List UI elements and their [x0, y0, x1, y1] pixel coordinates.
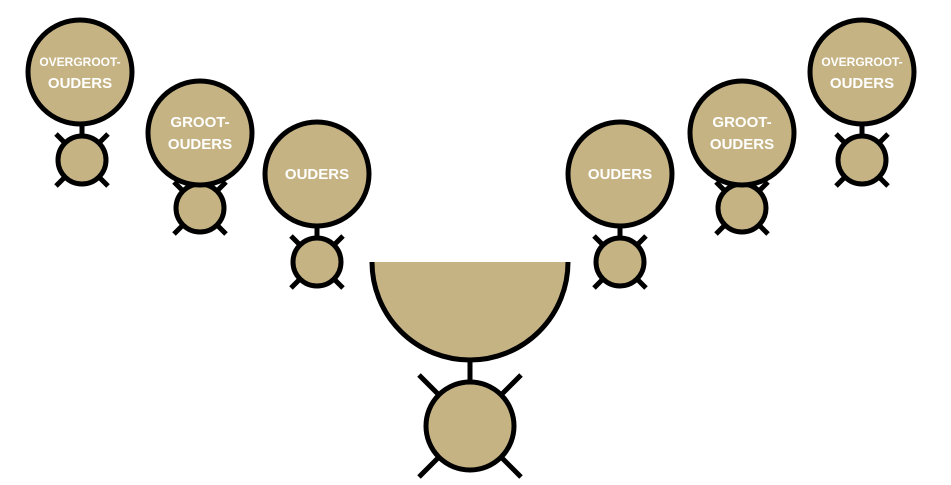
small-circle — [55, 133, 109, 187]
label-circle — [25, 17, 135, 127]
node-grootouders-right: GROOT- OUDERS — [687, 78, 797, 236]
small-circle — [173, 181, 227, 235]
node-label: OVERGROOT- — [821, 55, 902, 69]
label-circle — [262, 119, 372, 229]
node-overgrootouders-right: OVERGROOT- OUDERS — [807, 17, 917, 188]
small-circle — [593, 235, 647, 289]
center-semicircle — [372, 262, 568, 360]
small-circle — [835, 133, 889, 187]
label-circle — [687, 78, 797, 188]
label-circle — [145, 78, 255, 188]
small-circle — [290, 235, 344, 289]
node-overgrootouders-left: OVERGROOT- OUDERS — [25, 17, 135, 188]
label-circle — [807, 17, 917, 127]
node-label: GROOT- — [170, 114, 229, 131]
node-label: OUDERS — [710, 136, 774, 153]
node-label: OUDERS — [168, 136, 232, 153]
node-ouders-right: OUDERS — [565, 119, 675, 290]
center-node — [369, 261, 571, 479]
node-label: OVERGROOT- — [39, 55, 120, 69]
node-label: OUDERS — [48, 75, 112, 92]
node-label: OUDERS — [588, 166, 652, 183]
node-ouders-left: OUDERS — [262, 119, 372, 290]
small-circle — [715, 181, 769, 235]
node-grootouders-left: GROOT- OUDERS — [145, 78, 255, 236]
node-label: OUDERS — [285, 166, 349, 183]
label-circle — [565, 119, 675, 229]
center-small-circle — [423, 379, 517, 473]
node-label: OUDERS — [830, 75, 894, 92]
node-label: GROOT- — [712, 114, 771, 131]
